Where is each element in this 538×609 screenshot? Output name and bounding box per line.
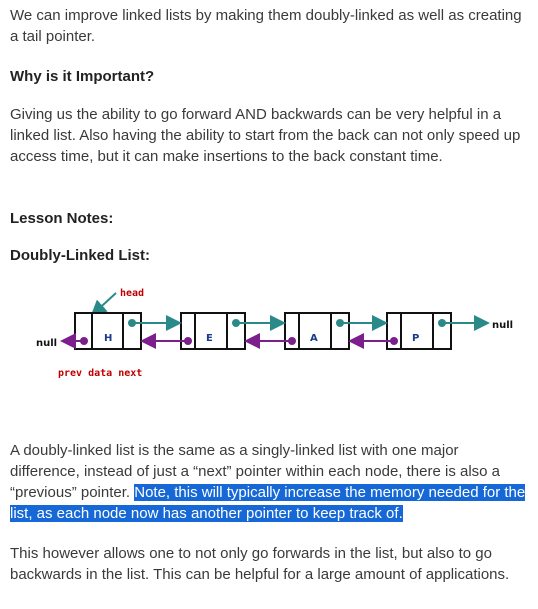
node-e-label: E (206, 333, 213, 344)
intro-paragraph: We can improve linked lists by making th… (10, 7, 522, 45)
node-a: A (284, 312, 350, 350)
head-pointer-arrow (90, 292, 117, 317)
head-label: head (120, 288, 144, 299)
node-h-label: H (104, 333, 112, 344)
doubly-linked-paragraph: A doubly-linked list is the same as a si… (10, 440, 530, 524)
doubly-linked-paragraph-text: A doubly-linked list is the same as a si… (10, 442, 501, 501)
field-labels: prev data next (58, 368, 142, 379)
node-e: E (180, 312, 246, 350)
null-left-label: null (36, 338, 57, 349)
doubly-linked-list-diagram: head H E A P (36, 288, 513, 379)
doubly-linked-list-heading: Doubly-Linked List: (10, 247, 150, 264)
node-p: P (386, 312, 452, 350)
backwards-paragraph: This however allows one to not only go f… (10, 545, 510, 583)
why-important-heading: Why is it Important? (10, 68, 155, 85)
lesson-notes-heading: Lesson Notes: (10, 210, 114, 227)
node-a-label: A (310, 333, 318, 344)
null-right-label: null (492, 320, 513, 331)
next-pointers (128, 315, 490, 331)
why-important-paragraph: Giving us the ability to go forward AND … (10, 106, 521, 165)
node-p-label: P (412, 333, 419, 344)
prev-pointers (60, 333, 398, 349)
